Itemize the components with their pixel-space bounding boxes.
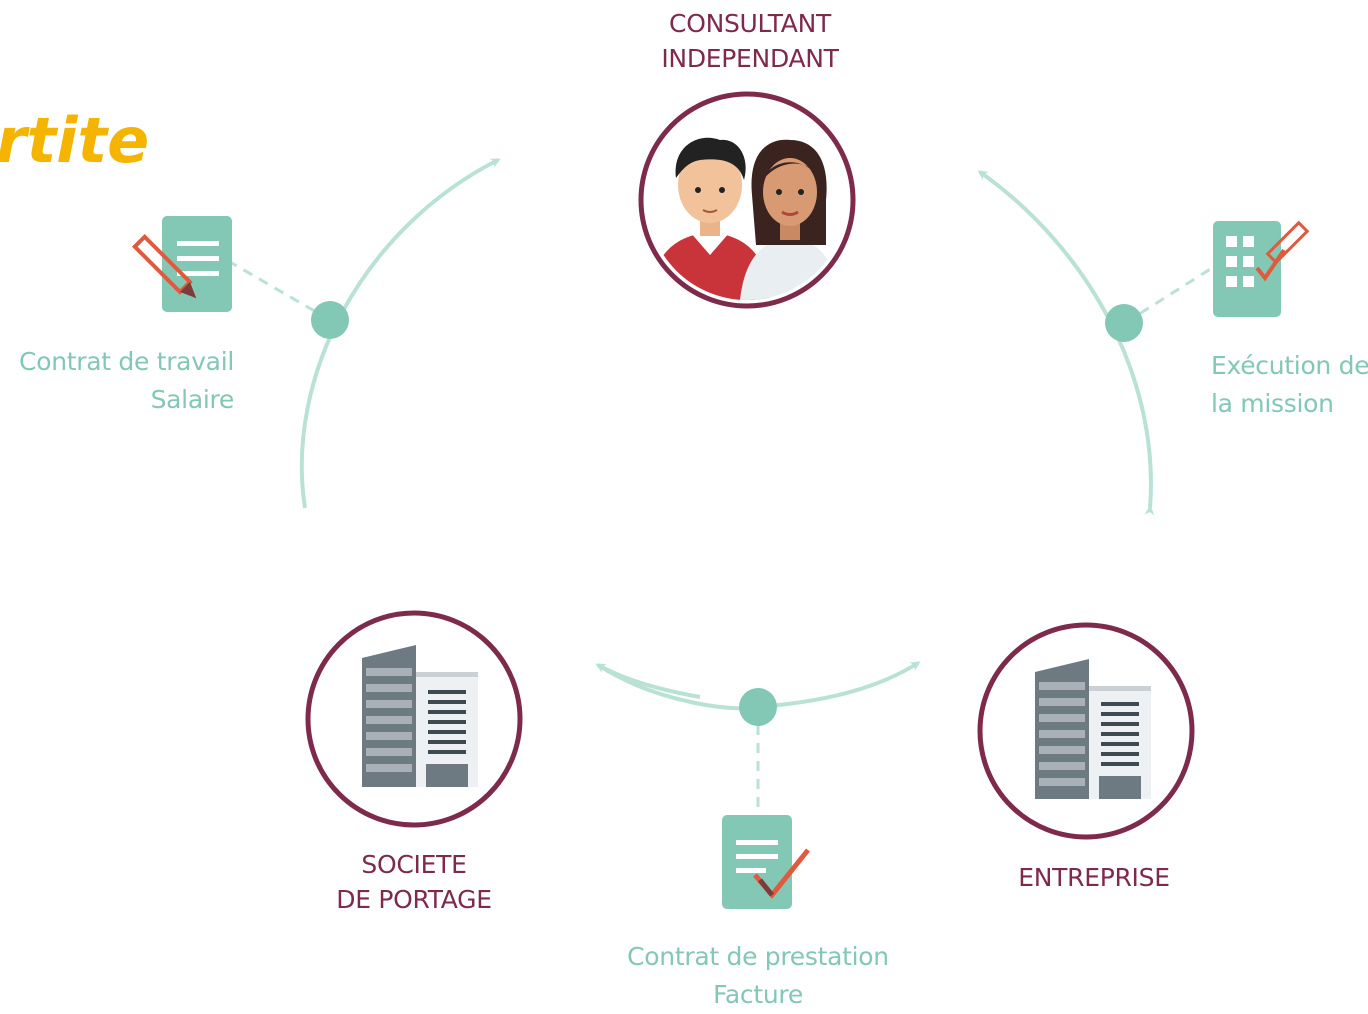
checklist-icon xyxy=(1213,220,1310,317)
left-flow-label-line1: Contrat de travail xyxy=(19,347,234,376)
right-flow-label: Exécution de la mission xyxy=(1211,347,1368,423)
consultant-label-line2: INDEPENDANT xyxy=(661,44,839,73)
right-flow-arc xyxy=(977,170,1213,516)
entreprise-label: ENTREPRISE xyxy=(944,860,1244,895)
bottom-flow-label-line1: Contrat de prestation xyxy=(627,942,889,971)
invoice-check-icon xyxy=(722,815,810,909)
contract-pencil-icon xyxy=(131,216,232,312)
portage-label: SOCIETE DE PORTAGE xyxy=(264,847,564,917)
entreprise-building-icon xyxy=(977,622,1195,840)
bottom-flow-label: Contrat de prestation Facture xyxy=(598,938,918,1014)
consultant-avatar xyxy=(638,91,856,309)
consultant-label: CONSULTANT INDEPENDANT xyxy=(600,6,900,76)
portage-building-icon xyxy=(305,610,523,828)
portage-label-line2: DE PORTAGE xyxy=(336,885,492,914)
left-flow-arc xyxy=(229,158,501,509)
left-flow-label: Contrat de travail Salaire xyxy=(12,343,234,419)
portage-label-line1: SOCIETE xyxy=(361,850,467,879)
bottom-flow-label-line2: Facture xyxy=(713,980,803,1009)
bottom-flow-arrow xyxy=(595,661,921,812)
entreprise-label-line1: ENTREPRISE xyxy=(1018,863,1170,892)
page-title-fragment: rtite xyxy=(0,104,150,177)
consultant-label-line1: CONSULTANT xyxy=(669,9,831,38)
right-flow-label-line1: Exécution de xyxy=(1211,351,1368,380)
right-flow-label-line2: la mission xyxy=(1211,389,1334,418)
left-flow-label-line2: Salaire xyxy=(150,385,235,414)
